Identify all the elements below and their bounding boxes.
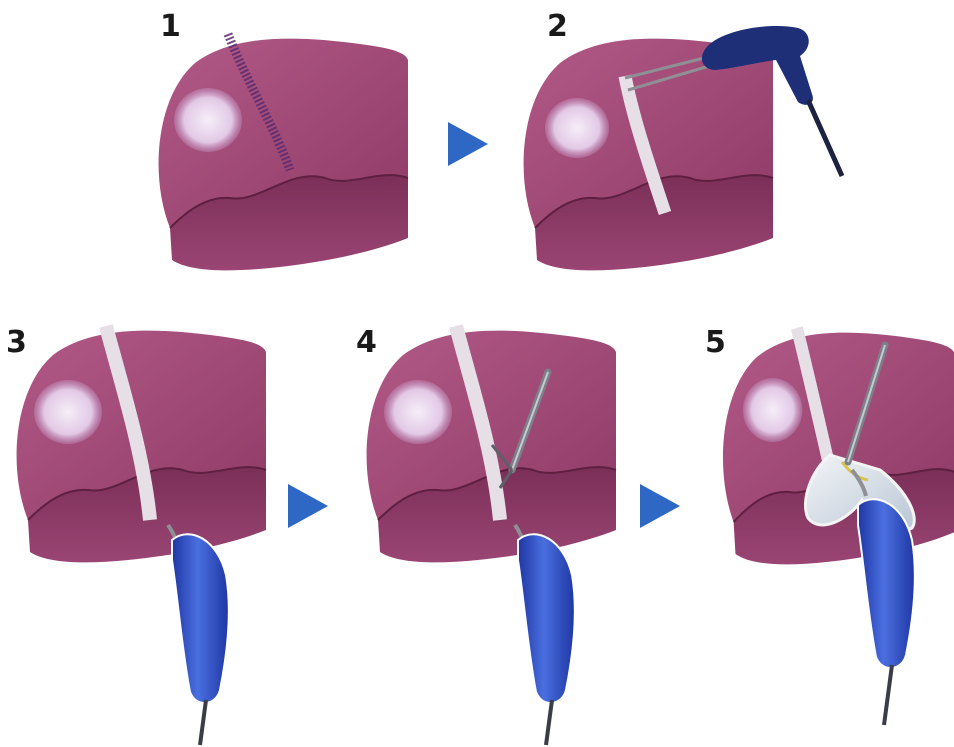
step-4-number: 4 (356, 325, 377, 360)
liver-3 (17, 326, 266, 562)
play-arrow-icon (448, 122, 488, 166)
tumor-4 (384, 380, 452, 444)
tumor-2 (545, 98, 609, 158)
play-arrow-icon (640, 484, 680, 528)
step-5-number: 5 (705, 325, 726, 360)
tumor-1 (174, 88, 242, 152)
ultrasonic-dissector-icon (168, 525, 229, 745)
step-3-panel: 3 (6, 325, 266, 745)
step-1-number: 1 (160, 9, 181, 44)
step-1-panel: 1 (159, 9, 408, 270)
step-4-panel: 4 (356, 325, 616, 745)
tumor-5 (743, 378, 803, 442)
step-3-number: 3 (6, 325, 27, 360)
liver-4 (367, 326, 616, 562)
step-5-panel: 5 (705, 325, 954, 725)
step-2-number: 2 (547, 9, 568, 44)
ultrasonic-dissector-icon (515, 525, 575, 745)
liver-5 (723, 328, 954, 564)
step-2-panel: 2 (524, 9, 842, 270)
liver-1 (159, 34, 408, 270)
tumor-3 (34, 380, 102, 444)
play-arrow-icon (288, 484, 328, 528)
